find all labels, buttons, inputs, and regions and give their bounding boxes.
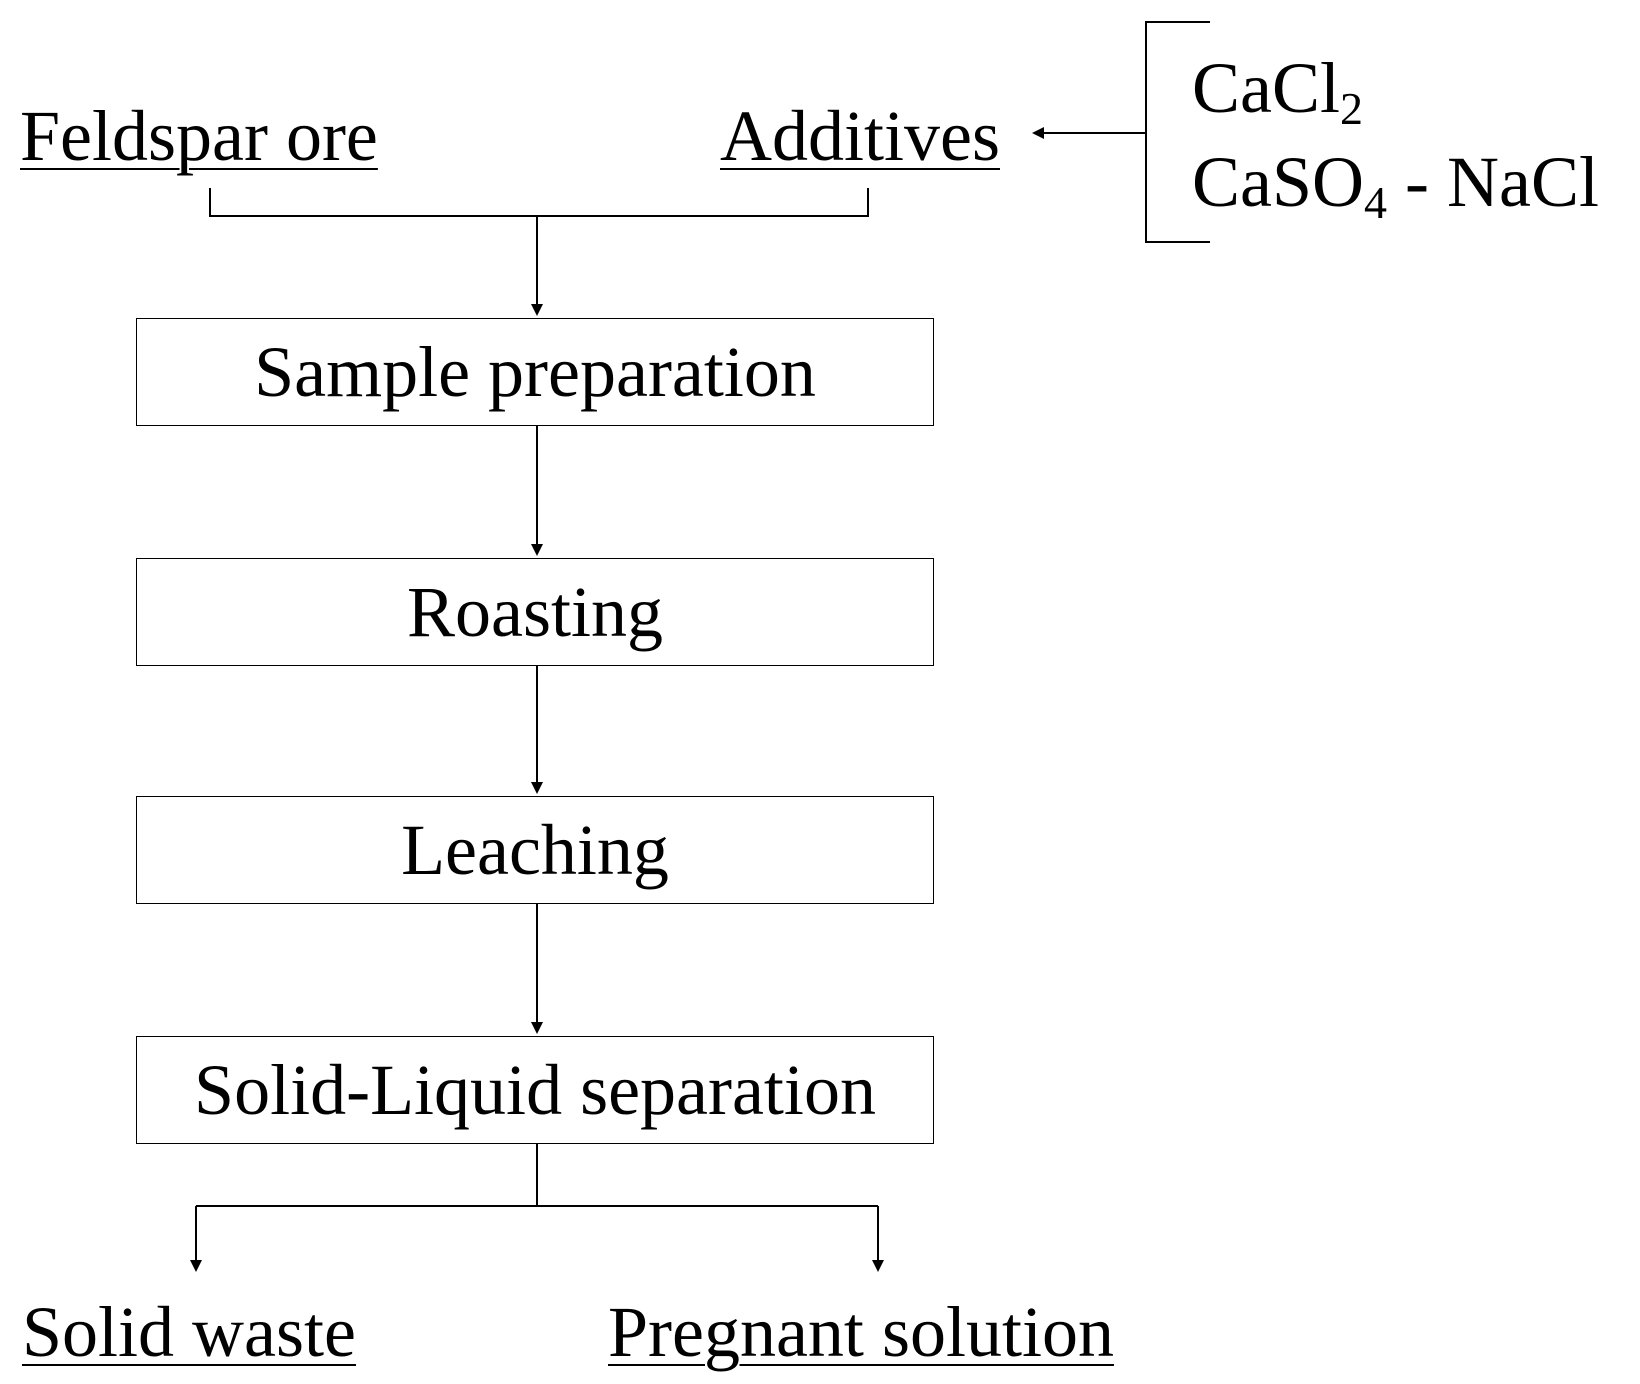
step-sample-preparation: Sample preparation (136, 318, 934, 426)
additive-option-caso4-nacl: CaSO4 - NaCl (1192, 142, 1599, 228)
step-roasting: Roasting (136, 558, 934, 666)
additive-option-cacl2: CaCl2 (1192, 48, 1364, 134)
output-split-connector (196, 1144, 878, 1207)
feldspar-ore-label: Feldspar ore (20, 96, 378, 176)
pregnant-solution-label: Pregnant solution (608, 1292, 1114, 1372)
solid-waste-label: Solid waste (22, 1292, 356, 1372)
step-solid-liquid-separation: Solid-Liquid separation (136, 1036, 934, 1144)
input-merge-connector (209, 188, 869, 217)
step-leaching: Leaching (136, 796, 934, 904)
additives-label: Additives (720, 96, 1000, 176)
